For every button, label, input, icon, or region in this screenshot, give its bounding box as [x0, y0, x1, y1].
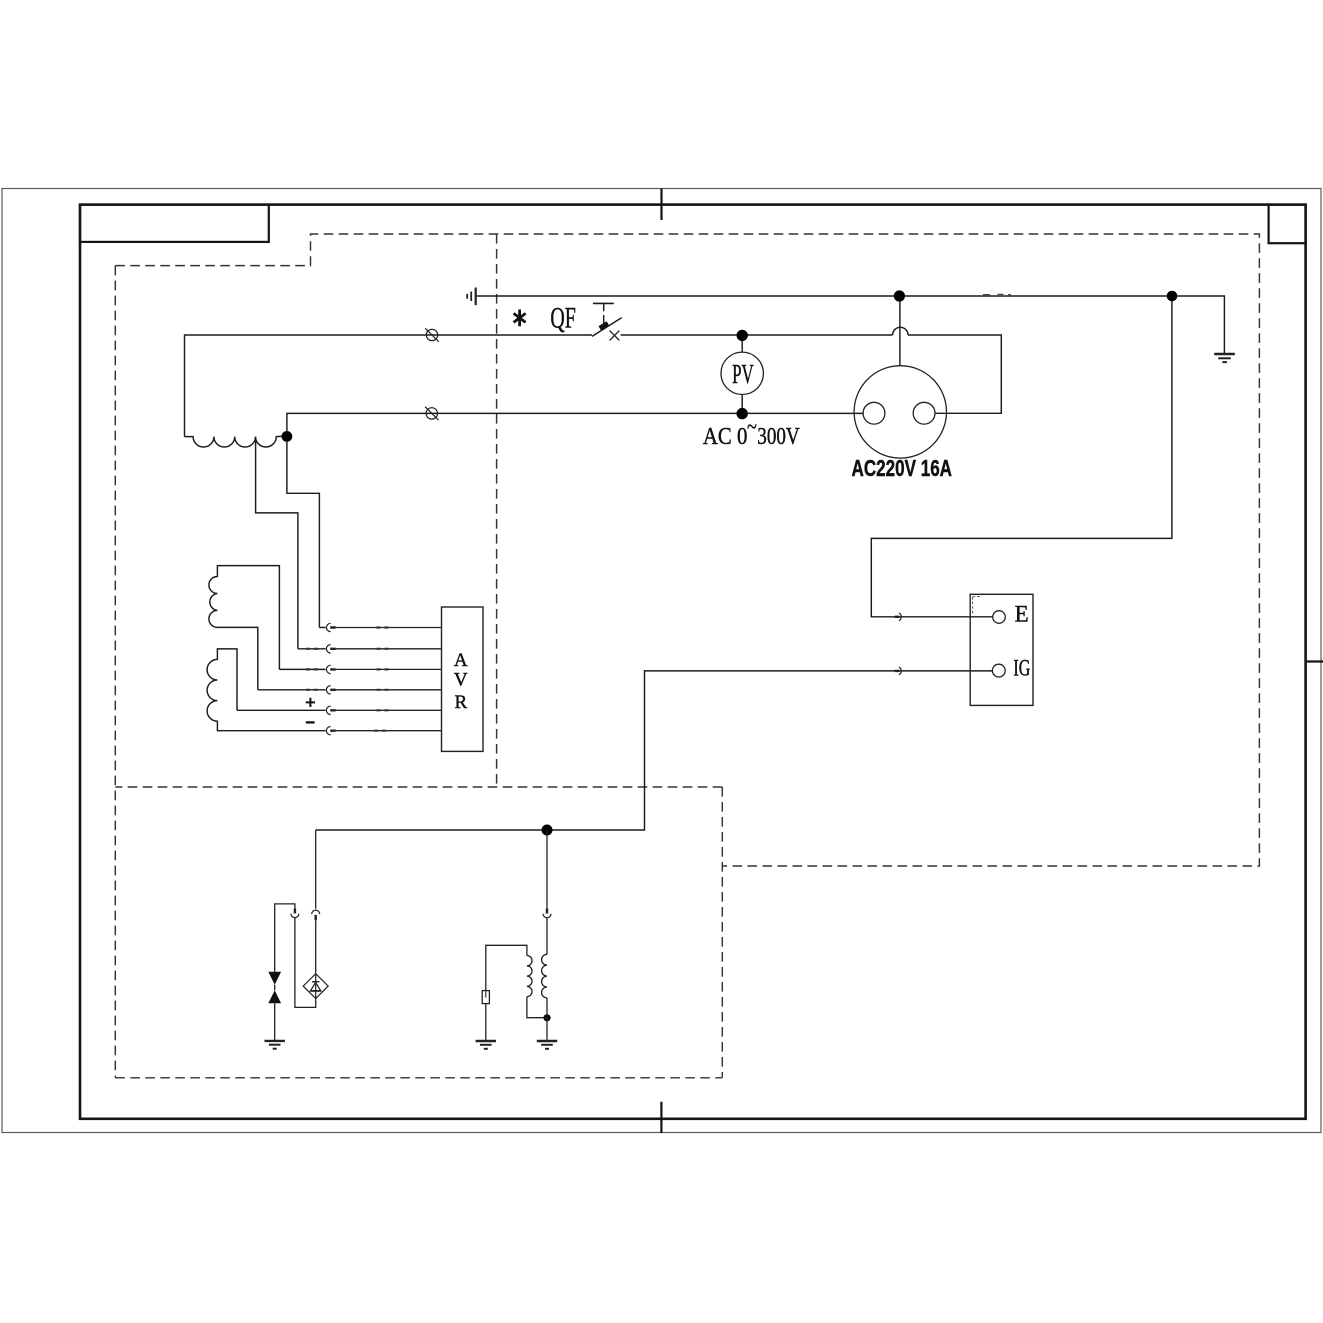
svg-text:V: V	[454, 670, 468, 691]
svg-text:AC220V 16A: AC220V 16A	[852, 455, 953, 481]
svg-text:A: A	[454, 650, 468, 671]
svg-text:QF: QF	[550, 302, 576, 335]
svg-text:AC 0: AC 0	[703, 424, 748, 450]
svg-text:R: R	[454, 692, 467, 713]
svg-text:E: E	[1015, 601, 1029, 626]
svg-text:~: ~	[747, 415, 757, 441]
svg-text:IG: IG	[1013, 655, 1030, 680]
svg-text:300V: 300V	[757, 424, 800, 450]
svg-text:PV: PV	[732, 359, 754, 389]
